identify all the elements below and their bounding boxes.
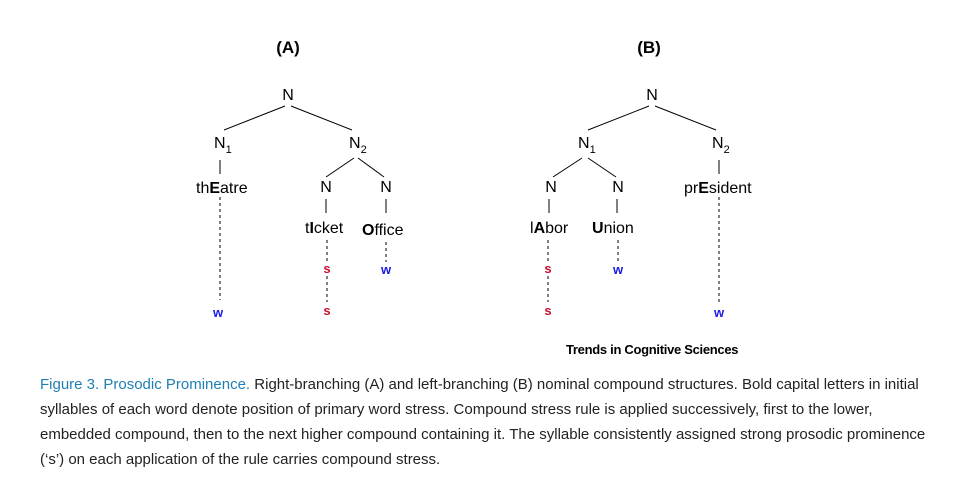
journal-source-label: Trends in Cognitive Sciences bbox=[566, 342, 739, 357]
tree-a-edge-n2-right bbox=[357, 157, 385, 178]
tree-a-edge-root-n1 bbox=[223, 105, 286, 131]
tree-b-word-union: Union bbox=[592, 220, 634, 237]
panel-a-label: (A) bbox=[276, 38, 300, 57]
tree-a-n2-right-node: N bbox=[380, 179, 392, 196]
tree-b-edge-root-n1 bbox=[587, 105, 650, 131]
tree-b-word-president: prEsident bbox=[684, 180, 752, 197]
tree-b-edge-root-n2 bbox=[654, 105, 717, 131]
tree-b-edge-n1-left bbox=[552, 157, 583, 178]
tree-b-n1-left-node: N bbox=[545, 179, 557, 196]
tree-a-ticket-strong-mark-upper: s bbox=[323, 303, 330, 318]
tree-a-office-weak-mark: w bbox=[380, 262, 392, 277]
tree-b-n1-node: N1 bbox=[578, 135, 596, 156]
tree-a-edge-root-n2 bbox=[290, 105, 353, 131]
tree-b-edge-n1-right bbox=[587, 157, 617, 178]
tree-a-ticket-strong-mark: s bbox=[323, 261, 330, 276]
caption-text: Right-branching (A) and left-branching (… bbox=[40, 376, 926, 468]
tree-a-n2-node: N2 bbox=[349, 135, 367, 156]
figure-caption: Figure 3. Prosodic Prominence. Right-bra… bbox=[40, 372, 945, 472]
tree-b-word-labor: lAbor bbox=[530, 220, 569, 237]
tree-a-word-theatre: thEatre bbox=[196, 180, 248, 197]
prosodic-tree-diagram: (A) N N1 N2 N N thEatre tIcket Office s … bbox=[196, 38, 752, 320]
panel-b-label: (B) bbox=[637, 38, 661, 57]
tree-a-edge-n2-left bbox=[325, 157, 355, 178]
tree-b-n1-right-node: N bbox=[612, 179, 624, 196]
tree-a-word-ticket: tIcket bbox=[305, 220, 344, 237]
tree-a-n1-node: N1 bbox=[214, 135, 232, 156]
tree-b-president-weak-mark: w bbox=[713, 305, 725, 320]
tree-a-n2-left-node: N bbox=[320, 179, 332, 196]
caption-title: Figure 3. Prosodic Prominence. bbox=[40, 376, 251, 393]
tree-b-labor-strong-mark-upper: s bbox=[544, 303, 551, 318]
tree-a-theatre-weak-mark: w bbox=[212, 305, 224, 320]
tree-b-root-node: N bbox=[646, 87, 658, 104]
tree-a-root-node: N bbox=[282, 87, 294, 104]
tree-a-word-office: Office bbox=[362, 222, 404, 239]
tree-b-labor-strong-mark: s bbox=[544, 261, 551, 276]
tree-b-union-weak-mark: w bbox=[612, 262, 624, 277]
tree-b-n2-node: N2 bbox=[712, 135, 730, 156]
